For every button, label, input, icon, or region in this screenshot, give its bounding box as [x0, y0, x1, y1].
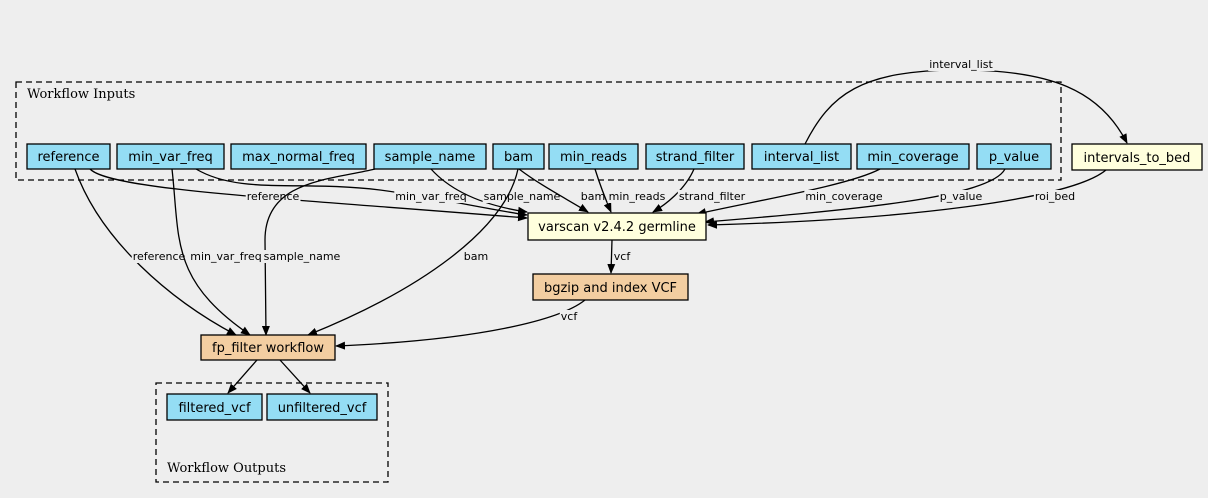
svg-text:strand_filter: strand_filter — [656, 150, 735, 165]
node-p-value[interactable]: p_value — [976, 143, 1052, 170]
node-bam[interactable]: bam — [492, 143, 545, 170]
edge-label-p-value: p_value — [940, 190, 983, 203]
edge-label-background — [607, 190, 667, 203]
edge-label-background — [131, 250, 187, 263]
edge-label-min-var-freq: min_var_freq — [395, 190, 466, 203]
edge-label-background — [677, 190, 747, 203]
svg-text:sample_name: sample_name — [385, 150, 476, 165]
edge-label-sample-name-fp: sample_name — [264, 250, 341, 263]
node-min-var-freq[interactable]: min_var_freq — [116, 143, 225, 170]
edge-label-background — [804, 190, 884, 203]
edge-min-var-freq-to-fp — [171, 168, 251, 336]
svg-text:varscan v2.4.2 germline: varscan v2.4.2 germline — [538, 220, 696, 235]
node-varscan-germline[interactable]: varscan v2.4.2 germline — [527, 212, 707, 241]
edge-label-background — [189, 250, 263, 263]
node-interval-list[interactable]: interval_list — [751, 143, 852, 170]
node-fp-filter-workflow[interactable]: fp_filter workflow — [200, 334, 336, 361]
node-min-coverage[interactable]: min_coverage — [856, 143, 970, 170]
node-min-reads[interactable]: min_reads — [548, 143, 639, 170]
edge-label-background — [394, 190, 468, 203]
edge-label-reference-fp: reference — [133, 250, 186, 263]
edge-label-background — [938, 190, 984, 203]
edge-label-min-reads: min_reads — [609, 190, 666, 203]
edge-sample-name-to-varscan — [430, 168, 528, 215]
workflow-inputs-cluster — [15, 81, 1062, 181]
edge-label-background — [245, 190, 301, 203]
node-sample-name[interactable]: sample_name — [373, 143, 487, 170]
edge-reference-to-varscan — [89, 168, 528, 222]
node-bgzip-index-vcf[interactable]: bgzip and index VCF — [532, 273, 689, 301]
node-strand-filter[interactable]: strand_filter — [645, 143, 745, 170]
edge-fp-to-unfiltered — [279, 359, 311, 394]
svg-text:filtered_vcf: filtered_vcf — [178, 401, 251, 416]
edge-label-bam: bam — [581, 190, 605, 203]
svg-text:bgzip and index VCF: bgzip and index VCF — [544, 281, 677, 296]
svg-text:min_coverage: min_coverage — [867, 150, 958, 165]
edge-label-background — [928, 58, 995, 71]
node-intervals-to-bed[interactable]: intervals_to_bed — [1071, 143, 1203, 171]
svg-text:p_value: p_value — [989, 150, 1039, 165]
edge-label-background — [612, 250, 633, 263]
edge-p-value-to-varscan — [704, 168, 1006, 226]
edge-label-background — [482, 190, 562, 203]
node-filtered-vcf[interactable]: filtered_vcf — [166, 393, 263, 421]
edge-label-vcf-1: vcf — [614, 250, 632, 263]
svg-text:min_var_freq: min_var_freq — [128, 150, 212, 165]
workflow-inputs-label: Workflow Inputs — [27, 87, 135, 102]
svg-text:intervals_to_bed: intervals_to_bed — [1084, 151, 1191, 166]
edge-interval-list-to-bed — [804, 69, 1128, 145]
edge-roi-bed-to-varscan — [707, 169, 1107, 229]
edge-label-strand-filter: strand_filter — [679, 190, 746, 203]
edge-bam-to-varscan — [518, 168, 589, 213]
edge-label-background — [462, 250, 490, 263]
edge-label-bam-fp: bam — [464, 250, 488, 263]
edge-label-reference: reference — [247, 190, 300, 203]
edge-strand-filter-to-varscan — [652, 168, 695, 213]
svg-text:reference: reference — [37, 150, 99, 165]
svg-text:max_normal_freq: max_normal_freq — [242, 150, 355, 165]
svg-text:unfiltered_vcf: unfiltered_vcf — [278, 401, 367, 416]
edge-bgzip-to-fp — [335, 299, 586, 350]
edge-label-min-var-freq-fp: min_var_freq — [190, 250, 261, 263]
edge-reference-to-fp — [74, 168, 237, 336]
edge-min-coverage-to-varscan — [696, 168, 881, 216]
edge-label-background — [1033, 190, 1077, 203]
node-reference[interactable]: reference — [26, 143, 111, 170]
edge-label-background — [559, 310, 580, 323]
edge-label-interval-list: interval_list — [929, 58, 993, 71]
edge-label-sample-name: sample_name — [484, 190, 561, 203]
edge-label-background — [579, 190, 607, 203]
node-unfiltered-vcf[interactable]: unfiltered_vcf — [266, 393, 378, 421]
node-max-normal-freq[interactable]: max_normal_freq — [230, 143, 367, 170]
edge-label-vcf-2: vcf — [561, 310, 579, 323]
edge-fp-to-filtered — [227, 359, 258, 394]
workflow-outputs-label: Workflow Outputs — [167, 461, 286, 476]
edge-label-background — [262, 250, 342, 263]
edge-bam-to-fp — [307, 168, 519, 336]
edge-min-reads-to-varscan — [594, 168, 612, 213]
edge-label-roi-bed: roi_bed — [1035, 190, 1075, 203]
svg-text:bam: bam — [504, 150, 533, 165]
svg-text:fp_filter workflow: fp_filter workflow — [212, 341, 324, 356]
edge-sample-name-to-fp — [261, 168, 376, 336]
edge-label-min-coverage: min_coverage — [805, 190, 883, 203]
svg-text:min_reads: min_reads — [560, 150, 627, 165]
edge-min-var-freq-to-varscan — [195, 168, 528, 218]
edge-varscan-to-bgzip — [607, 239, 616, 274]
workflow-outputs-cluster — [155, 382, 389, 483]
svg-text:interval_list: interval_list — [764, 150, 839, 165]
